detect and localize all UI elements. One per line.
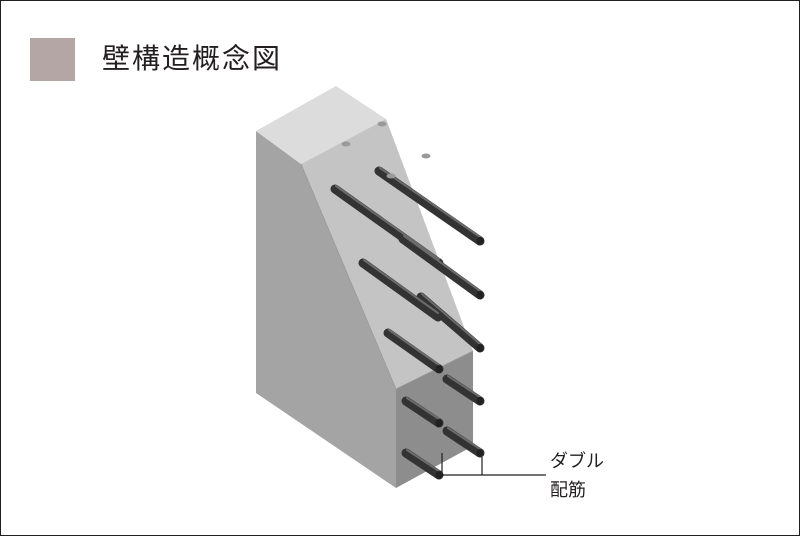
title-marker-swatch <box>30 38 75 81</box>
front-vertical-rebar <box>386 173 396 309</box>
rebar-cap <box>421 153 431 159</box>
horizontal-rebar <box>401 396 444 428</box>
horizontal-rebar <box>401 448 444 480</box>
horizontal-rebar <box>358 258 443 322</box>
horizontal-rebar <box>383 328 444 374</box>
horizontal-rebar <box>398 234 485 300</box>
page-title: 壁構造概念図 <box>102 42 283 75</box>
horizontal-rebar <box>374 166 485 246</box>
horizontal-rebar <box>442 374 485 406</box>
wall-side-face <box>256 131 396 488</box>
concrete-wall <box>256 86 474 488</box>
horizontal-rebar <box>442 426 485 458</box>
wall-top-face <box>256 86 386 164</box>
horizontal-rebar <box>416 292 485 353</box>
rebar-cap <box>341 141 351 147</box>
double-rebar-label-line2: 配筋 <box>550 480 586 501</box>
double-rebar-label-line1: ダブル <box>550 451 604 472</box>
rebar-cap <box>377 121 387 127</box>
callout-leader <box>441 453 546 476</box>
rebar-end-caps <box>435 237 484 479</box>
